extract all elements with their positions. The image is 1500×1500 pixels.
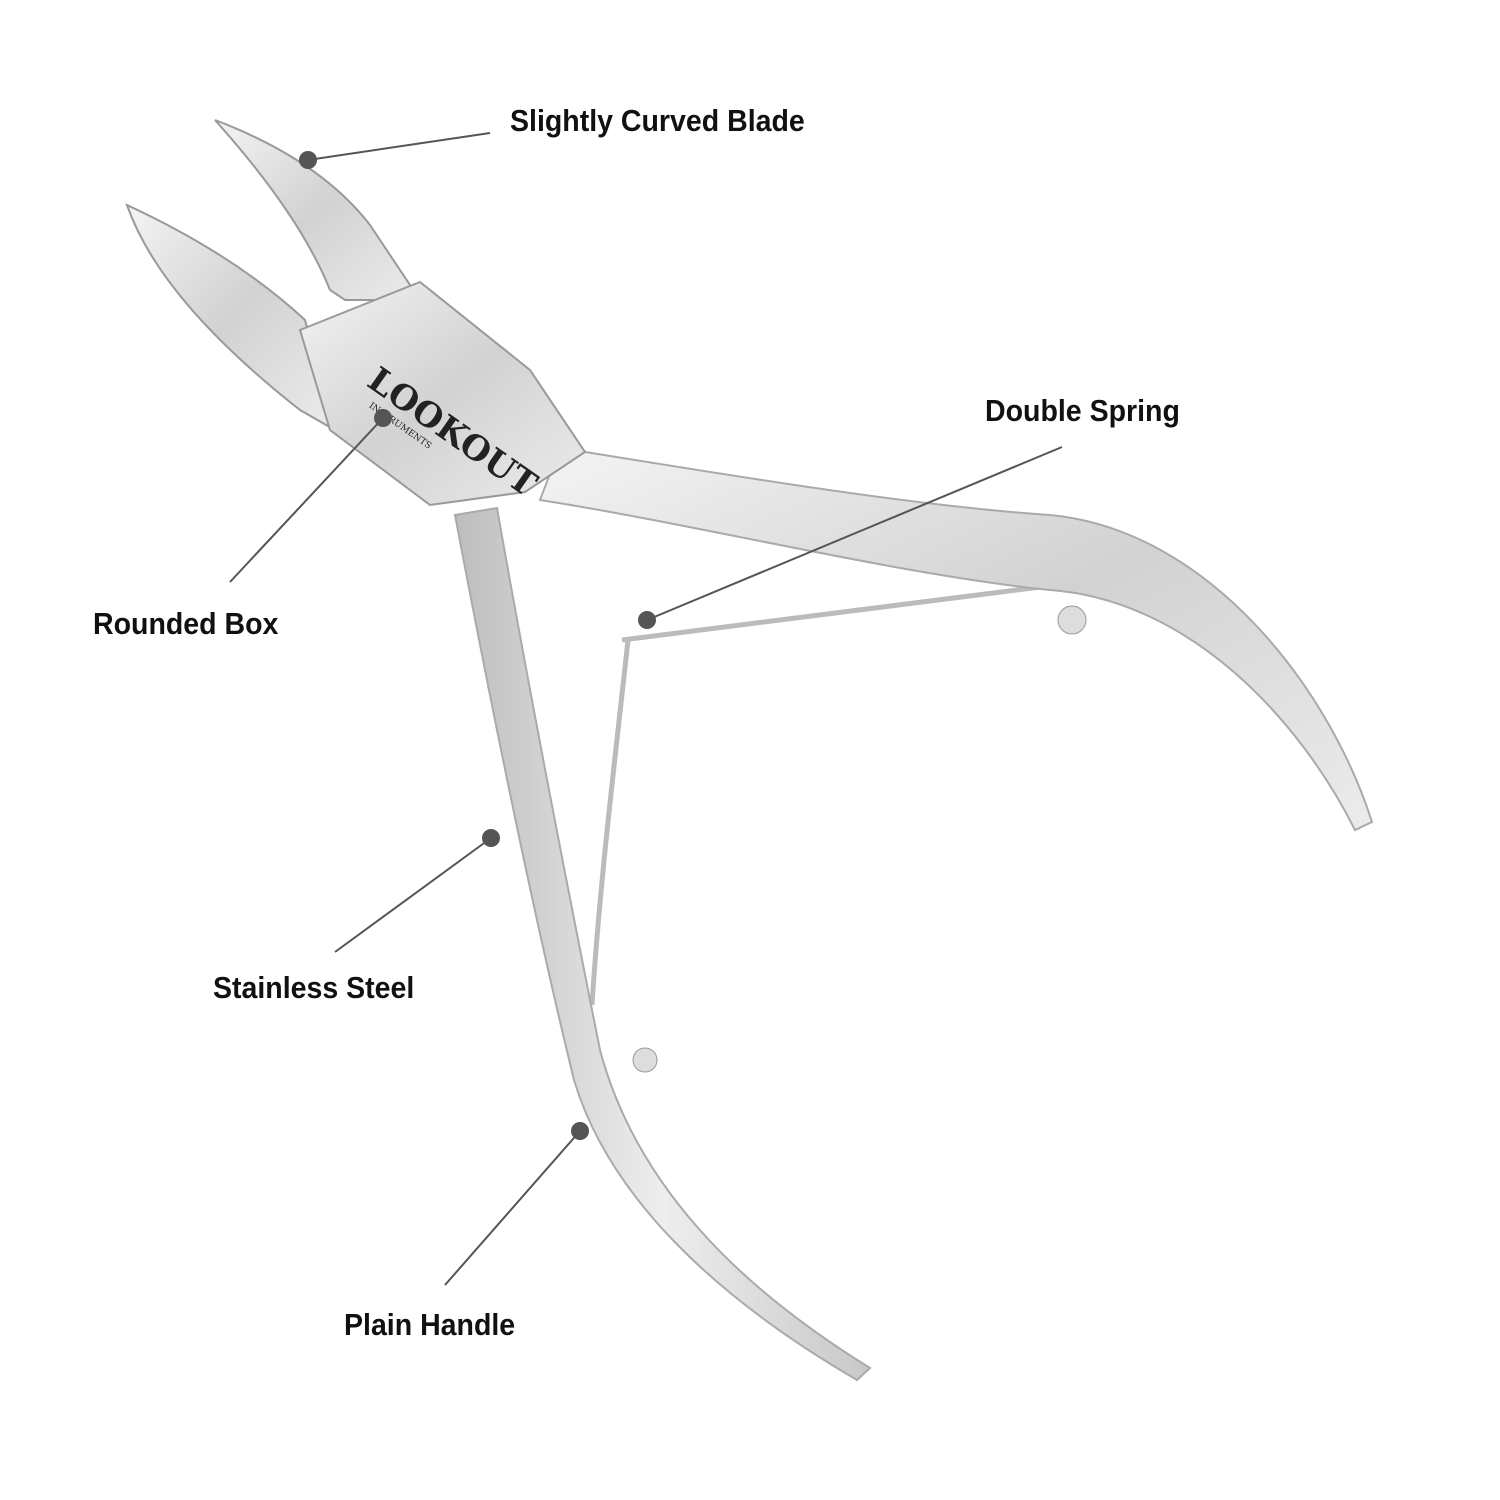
callout-label-handle: Plain Handle bbox=[344, 1307, 516, 1342]
callout-dot-spring bbox=[638, 611, 656, 629]
callout-dot-blade bbox=[299, 151, 317, 169]
upper-blade bbox=[214, 119, 422, 301]
spring-rivet bbox=[1057, 605, 1087, 635]
callout-label-steel: Stainless Steel bbox=[213, 970, 415, 1005]
lower-blade bbox=[125, 203, 337, 433]
callout-lines bbox=[229, 132, 1063, 1286]
callout-dot-steel bbox=[482, 829, 500, 847]
callout-label-blade: Slightly Curved Blade bbox=[510, 103, 805, 138]
callout-dot-box bbox=[374, 409, 392, 427]
right-handle bbox=[538, 446, 1374, 832]
rounded-box bbox=[298, 280, 587, 507]
spring-rivet bbox=[632, 1047, 658, 1073]
left-handle bbox=[453, 506, 872, 1382]
callout-label-spring: Double Spring bbox=[985, 393, 1180, 428]
spring bbox=[589, 579, 1081, 1006]
callout-dot-handle bbox=[571, 1122, 589, 1140]
callout-label-box: Rounded Box bbox=[93, 606, 279, 641]
